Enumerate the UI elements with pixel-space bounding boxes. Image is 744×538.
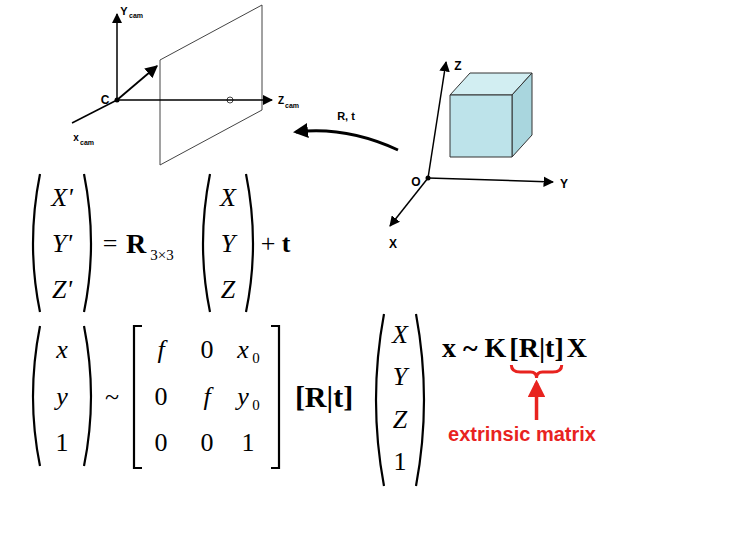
matrix-bracket: [134, 326, 142, 468]
axis-label: Z: [454, 60, 461, 72]
axis-label: X: [389, 238, 397, 250]
cube-side: [512, 73, 532, 157]
matrix-entry: 0: [155, 430, 168, 456]
world-axis: [428, 178, 553, 182]
math-operator: ~: [105, 384, 119, 410]
matrix-entry: 0: [201, 430, 214, 456]
transform-arrow: [296, 131, 398, 150]
world-axis: [428, 62, 446, 178]
matrix-entry: x: [237, 337, 249, 363]
vector-entry: Z: [221, 277, 235, 303]
parenthesis: [84, 174, 91, 312]
matrix-subscript: 0: [252, 398, 260, 413]
curly-brace: [511, 365, 561, 378]
camera-axis: [72, 100, 117, 123]
vector-symbol: t: [282, 231, 291, 257]
parenthesis: [246, 174, 253, 312]
camera-center: [115, 98, 120, 103]
matrix-entry: 0: [155, 384, 168, 410]
parenthesis: [84, 326, 91, 466]
axis-subscript: cam: [80, 139, 94, 146]
vector-entry: Y': [52, 231, 72, 257]
parenthesis: [376, 314, 384, 486]
camera-direction-arrow: [117, 66, 157, 100]
matrix-entry: f: [203, 384, 210, 410]
parenthesis: [416, 314, 424, 486]
projection-equation: x ~ K: [442, 334, 506, 362]
matrix-entry: y: [237, 384, 249, 410]
matrix-subscript: 0: [252, 351, 260, 366]
world-origin: [426, 176, 431, 181]
vector-entry: 1: [394, 449, 407, 475]
projection-equation: X: [567, 334, 587, 362]
axis-subscript: cam: [129, 12, 143, 19]
parenthesis: [33, 326, 40, 466]
cube-front: [450, 95, 512, 157]
math-operator: +: [261, 231, 276, 257]
point-label: C: [101, 94, 110, 106]
axis-label: Y: [120, 6, 127, 17]
math-operator: =: [103, 231, 118, 257]
camera-axis: [116, 14, 118, 100]
parenthesis: [203, 174, 210, 312]
axis-label: Z: [278, 96, 284, 106]
world-axis: [390, 178, 428, 226]
vector-entry: Y: [221, 231, 235, 257]
callout-arrow: [535, 383, 539, 420]
camera-axis: [117, 99, 272, 101]
vector-entry: Z': [52, 277, 72, 303]
vector-entry: X: [392, 322, 408, 348]
vector-entry: x: [56, 337, 68, 363]
extrinsic-matrix-symbol: [R|t]: [295, 382, 353, 412]
axis-label: Y: [560, 178, 568, 190]
matrix-entry: 1: [242, 430, 255, 456]
extrinsic-matrix-symbol: [R|t]: [509, 334, 563, 362]
math-delimiters: [33, 174, 424, 486]
vector-entry: X: [220, 185, 236, 211]
image-plane: [160, 5, 262, 165]
matrix-entry: f: [157, 337, 164, 363]
matrix-entry: 0: [201, 337, 214, 363]
matrix-symbol: R: [126, 230, 146, 258]
point-label: O: [411, 176, 420, 188]
matrix-bracket: [271, 326, 279, 468]
vector-entry: Z: [393, 407, 407, 433]
callout-label: extrinsic matrix: [448, 424, 596, 444]
vector-entry: y: [56, 384, 68, 410]
vector-entry: 1: [56, 430, 69, 456]
axis-label: x: [73, 133, 79, 143]
vector-entry: Y: [393, 364, 407, 390]
parenthesis: [33, 174, 40, 312]
axis-subscript: cam: [285, 102, 299, 109]
matrix-subscript: 3×3: [150, 248, 173, 263]
vector-entry: X': [51, 185, 72, 211]
transform-label: R, t: [337, 111, 355, 122]
